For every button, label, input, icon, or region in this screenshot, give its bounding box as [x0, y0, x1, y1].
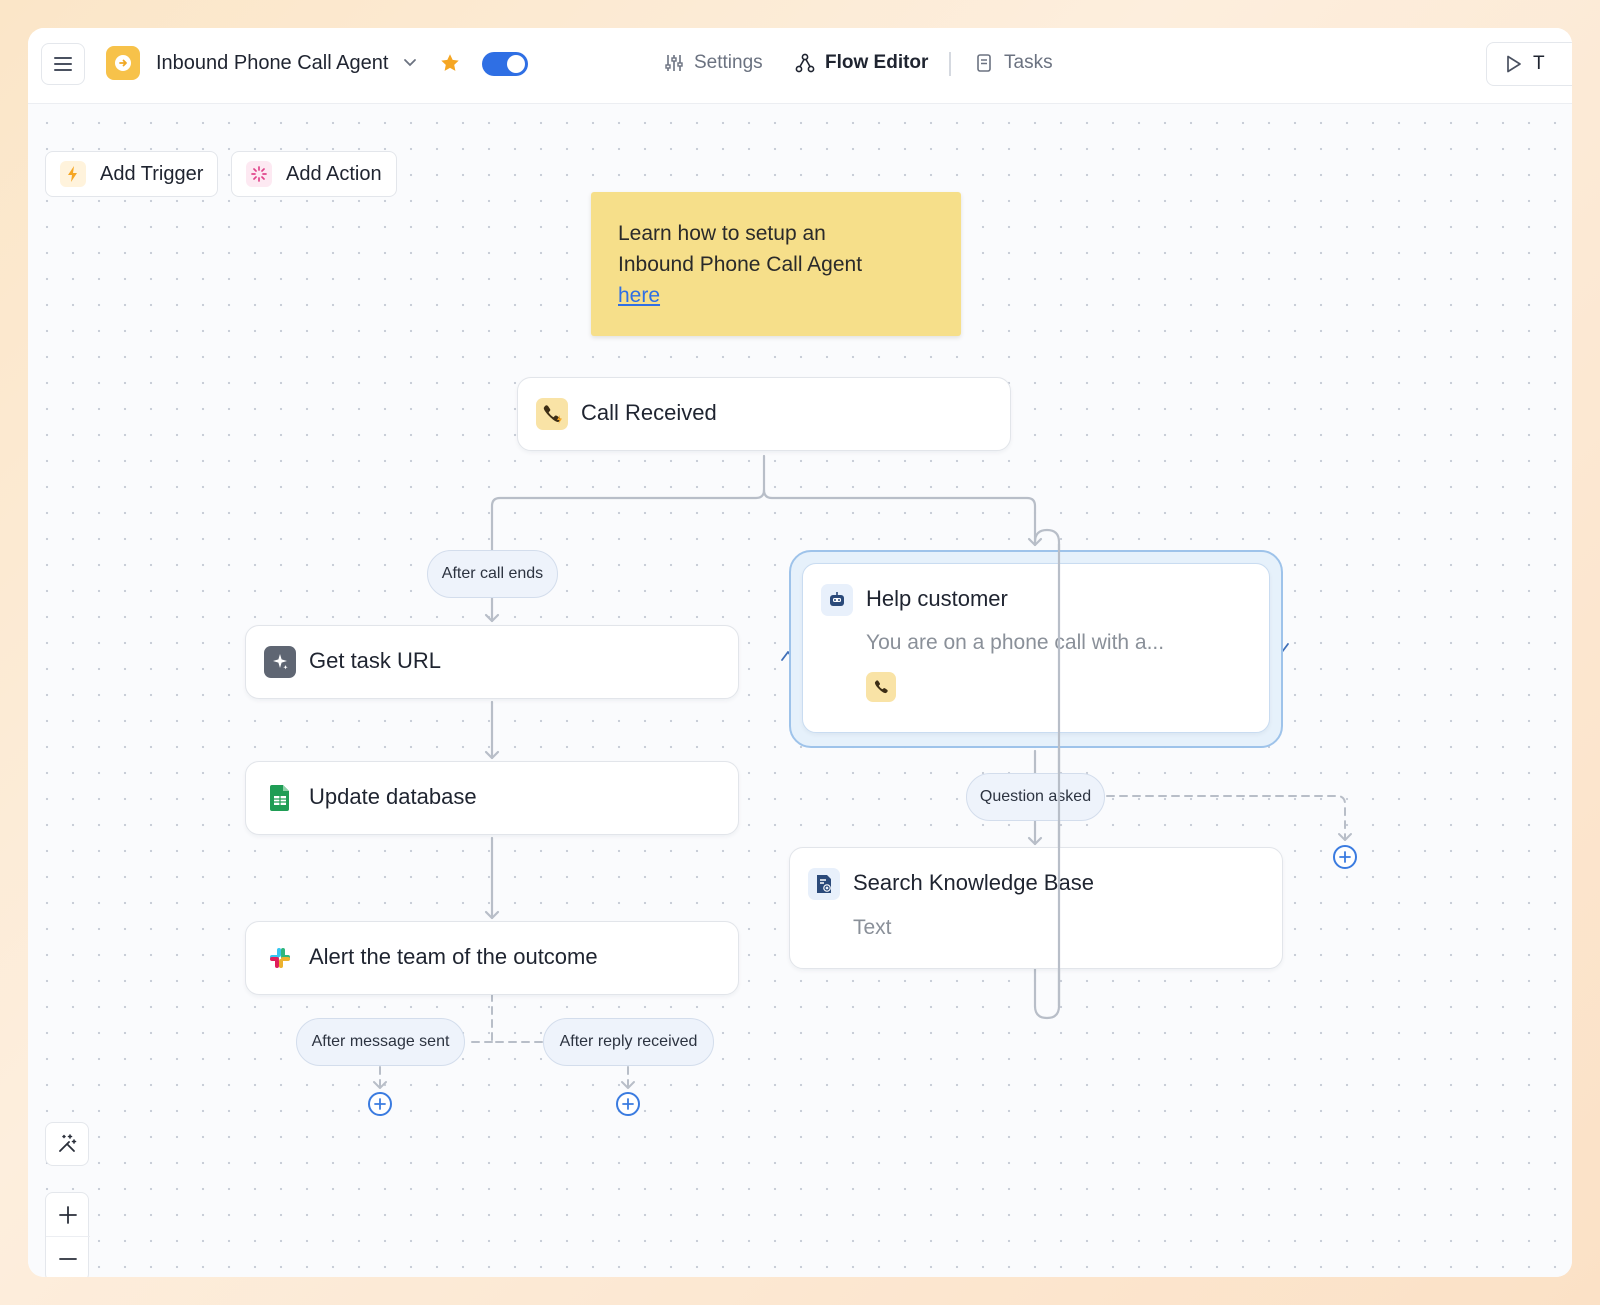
document-icon [977, 54, 991, 72]
add-action-label: Add Action [286, 162, 382, 185]
sticky-note-text: Learn how to setup an Inbound Phone Call… [618, 222, 863, 276]
node-call-received[interactable]: Call Received [517, 377, 1011, 451]
sliders-icon [665, 55, 683, 71]
add-trigger-label: Add Trigger [100, 162, 204, 185]
magic-wand-icon [59, 1134, 77, 1152]
plus-icon [59, 1205, 77, 1224]
chevron-down-icon[interactable] [403, 58, 417, 68]
edge-label-question-asked[interactable]: Question asked [966, 773, 1105, 821]
node-search-knowledge-base[interactable]: Search Knowledge Base Text [789, 847, 1283, 969]
node-title: Search Knowledge Base [853, 870, 1094, 895]
run-button-label: T [1533, 53, 1545, 74]
robot-agent-icon [821, 584, 853, 616]
spreadsheet-icon [264, 782, 296, 814]
add-step-after-reply-received[interactable] [616, 1092, 640, 1116]
edge-label-after-call-ends[interactable]: After call ends [427, 550, 558, 598]
edge-label-after-reply-received[interactable]: After reply received [543, 1018, 714, 1066]
node-title: Get task URL [309, 648, 442, 673]
plus-icon [622, 1098, 634, 1110]
ai-sparkle-icon [264, 646, 296, 678]
slack-icon [264, 942, 296, 974]
node-title: Update database [309, 784, 477, 809]
plus-icon [1339, 851, 1351, 863]
run-button[interactable]: T [1486, 42, 1572, 86]
node-help-customer[interactable]: Help customer You are on a phone call wi… [802, 563, 1270, 733]
flow-icon [795, 53, 815, 73]
node-title: Call Received [581, 400, 717, 425]
sticky-note-link[interactable]: here [618, 284, 661, 307]
node-subtitle: Text [853, 916, 892, 939]
hamburger-icon [54, 57, 72, 71]
zoom-out-button[interactable] [46, 1237, 90, 1277]
sticky-note: Learn how to setup an Inbound Phone Call… [591, 192, 961, 336]
star-icon[interactable] [439, 52, 461, 74]
add-step-question-asked[interactable] [1333, 845, 1357, 869]
node-title: Help customer [866, 586, 1008, 611]
add-step-after-message-sent[interactable] [368, 1092, 392, 1116]
flow-canvas[interactable]: Add Trigger Add Action Learn how to setu… [28, 104, 1572, 1277]
agent-name[interactable]: Inbound Phone Call Agent [156, 52, 389, 74]
tab-flow-editor-label: Flow Editor [825, 52, 929, 73]
node-update-database[interactable]: Update database [245, 761, 739, 835]
minus-icon [59, 1258, 77, 1260]
tab-tasks[interactable]: Tasks [974, 52, 1053, 74]
lightning-icon [60, 161, 86, 187]
play-icon [1507, 55, 1521, 73]
phone-trigger-icon [536, 398, 568, 430]
zoom-controls [45, 1192, 90, 1277]
tab-settings-label: Settings [694, 52, 763, 73]
tab-flow-editor[interactable]: Flow Editor [795, 52, 928, 74]
sparkle-icon [246, 161, 272, 187]
tab-settings[interactable]: Settings [664, 52, 763, 74]
add-trigger-button[interactable]: Add Trigger [45, 151, 219, 197]
node-get-task-url[interactable]: Get task URL [245, 625, 739, 699]
zoom-in-button[interactable] [46, 1193, 90, 1237]
app-window: Inbound Phone Call Agent Settings [28, 28, 1572, 1277]
add-action-button[interactable]: Add Action [231, 151, 397, 197]
tab-divider [949, 52, 951, 76]
arrow-circle-icon [115, 55, 131, 71]
node-subtitle: You are on a phone call with a... [866, 631, 1165, 654]
tab-tasks-label: Tasks [1004, 52, 1053, 73]
agent-active-toggle[interactable] [482, 52, 528, 76]
agent-avatar [106, 46, 140, 80]
node-title: Alert the team of the outcome [309, 944, 598, 969]
auto-layout-button[interactable] [45, 1122, 89, 1166]
top-bar: Inbound Phone Call Agent Settings [28, 28, 1572, 104]
plus-icon [374, 1098, 386, 1110]
node-alert-team[interactable]: Alert the team of the outcome [245, 921, 739, 995]
knowledge-base-icon [808, 868, 840, 900]
menu-button[interactable] [41, 43, 85, 85]
phone-tool-icon [866, 672, 896, 702]
edge-label-after-message-sent[interactable]: After message sent [296, 1018, 465, 1066]
